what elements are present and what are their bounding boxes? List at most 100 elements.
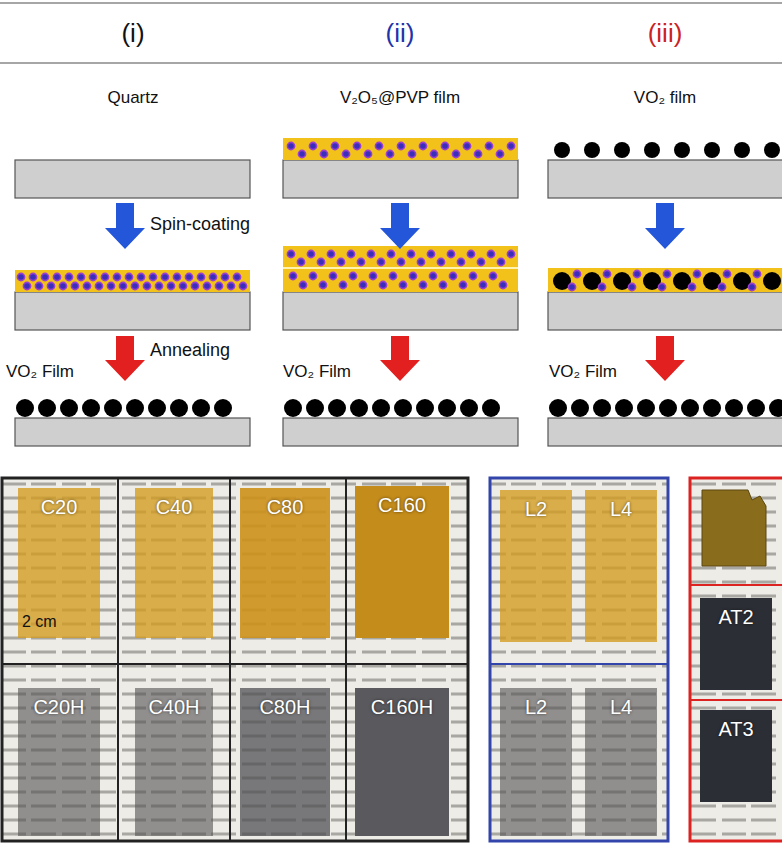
sample-photo: C40H	[135, 688, 213, 836]
particle	[107, 282, 114, 289]
particle	[379, 281, 386, 288]
column-title: V₂O₅@PVP film	[340, 88, 460, 108]
particle	[349, 272, 356, 279]
particle	[307, 250, 314, 257]
particle	[221, 273, 228, 280]
sample-photo: C40	[135, 488, 213, 638]
particle	[452, 150, 459, 157]
particle	[143, 282, 150, 289]
particle	[327, 250, 334, 257]
sample-photo: L2	[500, 490, 572, 642]
particle	[170, 399, 188, 417]
particle	[409, 272, 416, 279]
particle	[725, 399, 743, 417]
particle	[430, 150, 437, 157]
rule	[0, 62, 782, 64]
panel-dividers	[690, 585, 782, 700]
particle	[329, 272, 336, 279]
particle	[397, 142, 404, 149]
column-title: Quartz	[107, 88, 158, 108]
particle	[681, 399, 699, 417]
particle	[287, 250, 294, 257]
particle	[185, 273, 192, 280]
particle	[347, 250, 354, 257]
product-label: VO₂ Film	[549, 362, 617, 382]
particle	[584, 142, 600, 158]
particle	[299, 281, 306, 288]
pvp-layers	[15, 138, 782, 292]
particle	[416, 399, 434, 417]
particle	[723, 270, 730, 277]
particle	[298, 150, 305, 157]
particle	[734, 142, 750, 158]
particle	[167, 282, 174, 289]
particle	[449, 272, 456, 279]
step-label: Annealing	[150, 340, 230, 362]
particle	[192, 399, 210, 417]
particle	[693, 270, 700, 277]
particle	[23, 282, 30, 289]
particle	[628, 283, 635, 290]
particle	[149, 273, 156, 280]
layer-boundary	[283, 267, 518, 269]
particle	[369, 272, 376, 279]
particle	[191, 282, 198, 289]
particle	[339, 281, 346, 288]
particle	[179, 282, 186, 289]
sample-photo: C80	[240, 488, 330, 638]
particle	[437, 258, 444, 265]
particle	[319, 281, 326, 288]
sample-label: C20	[41, 496, 78, 519]
particle	[487, 250, 494, 257]
particle	[377, 258, 384, 265]
particle	[357, 258, 364, 265]
particle	[89, 273, 96, 280]
particle	[386, 150, 393, 157]
particle	[101, 273, 108, 280]
particle	[704, 142, 720, 158]
scale-label: 2 cm	[22, 612, 57, 631]
product-label: VO₂ Film	[6, 362, 74, 382]
particle	[197, 273, 204, 280]
step-label: Spin-coating	[150, 214, 250, 236]
sample-photo: C80H	[240, 688, 330, 836]
particle	[375, 142, 382, 149]
particle	[764, 142, 780, 158]
particle	[353, 142, 360, 149]
particle	[397, 258, 404, 265]
particle	[350, 399, 368, 417]
sample-photo: C160H	[355, 688, 449, 836]
particle	[359, 281, 366, 288]
particle	[82, 399, 100, 417]
photo-panel	[490, 478, 668, 841]
particle	[41, 273, 48, 280]
particle	[763, 272, 781, 290]
particle	[496, 150, 503, 157]
particle	[215, 282, 222, 289]
particle	[467, 250, 474, 257]
particle	[309, 272, 316, 279]
particle	[407, 250, 414, 257]
particle	[419, 281, 426, 288]
particle	[469, 272, 476, 279]
sample-photo: C20H	[18, 688, 100, 836]
product-label: VO₂ Film	[283, 362, 351, 382]
particle	[499, 281, 506, 288]
particle	[394, 399, 412, 417]
particle	[289, 272, 296, 279]
particle	[753, 270, 760, 277]
particle	[328, 399, 346, 417]
particle	[119, 282, 126, 289]
particle	[214, 399, 232, 417]
sample-label: C80H	[259, 696, 310, 719]
particle	[427, 250, 434, 257]
particle	[342, 150, 349, 157]
particle	[658, 283, 665, 290]
sample-film	[702, 490, 766, 566]
particle	[131, 282, 138, 289]
sample-label: C20H	[33, 696, 84, 719]
particle	[309, 142, 316, 149]
sample-label: C40H	[148, 696, 199, 719]
particle	[104, 399, 122, 417]
particle	[317, 258, 324, 265]
